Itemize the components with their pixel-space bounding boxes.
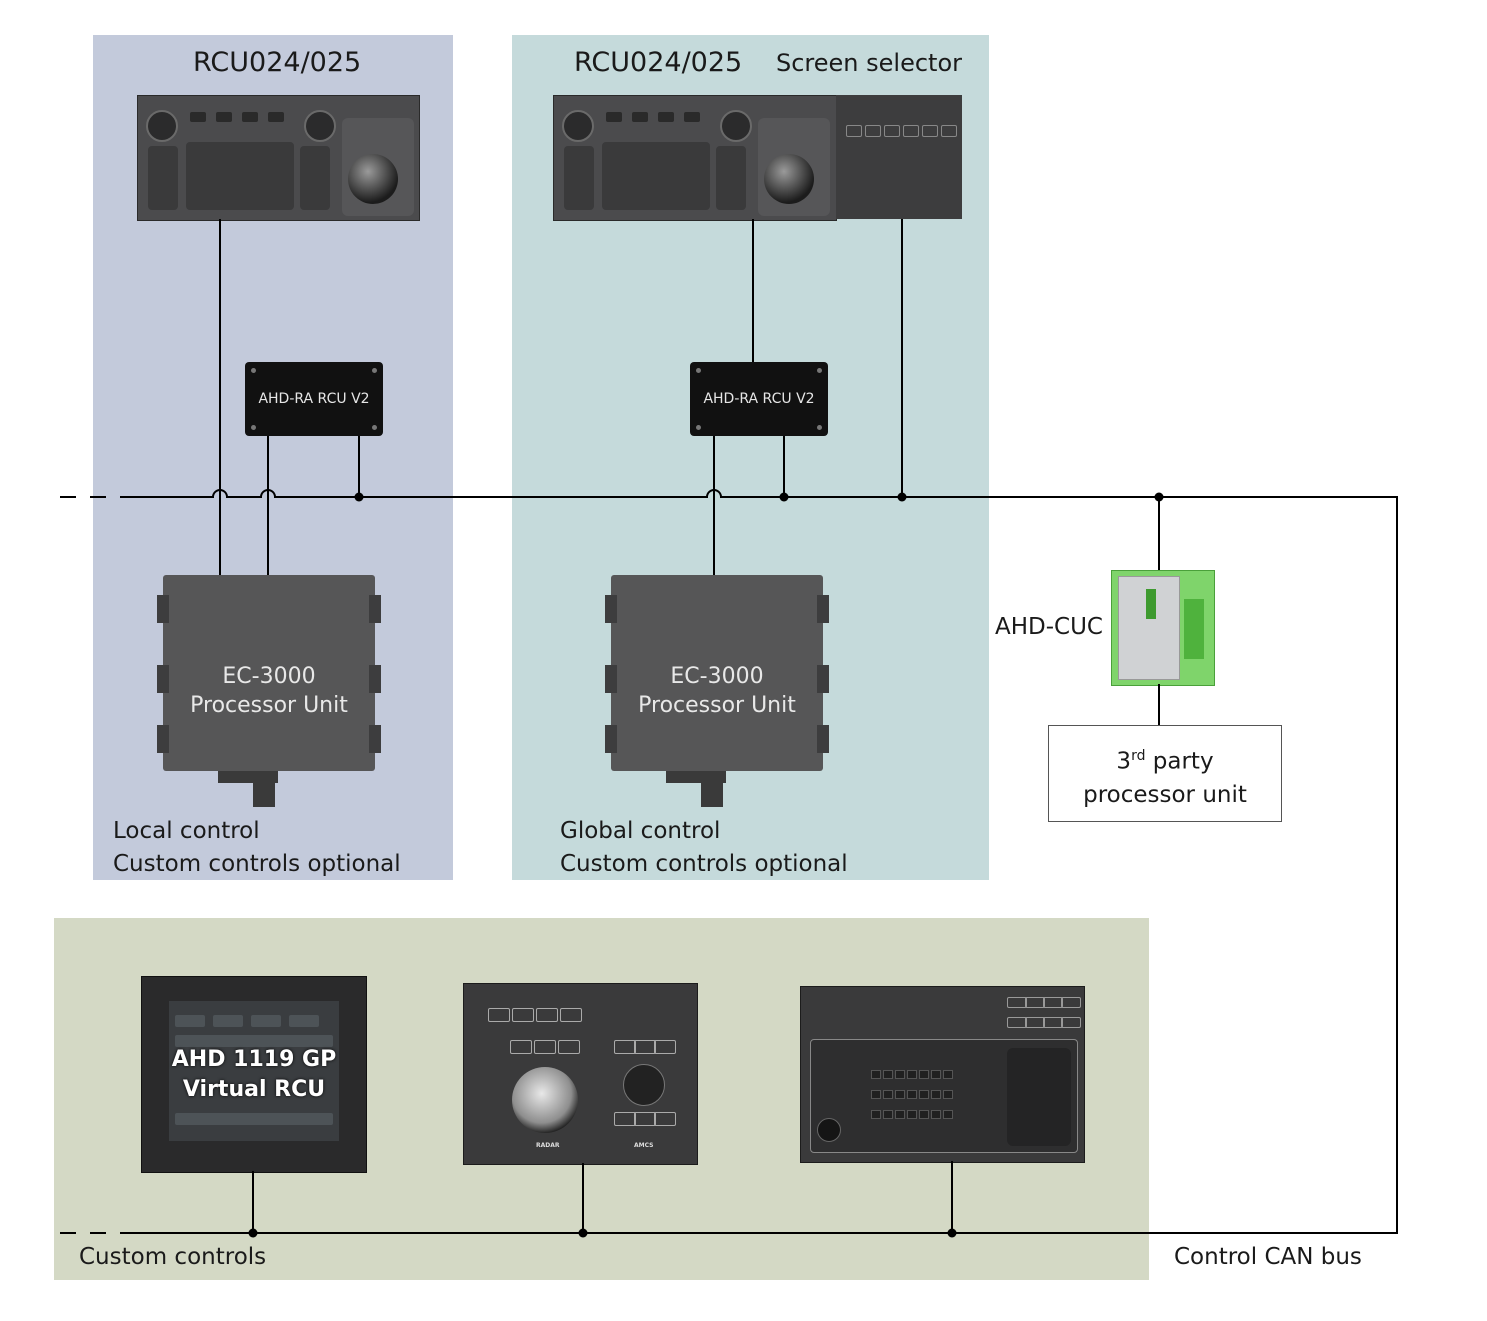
global-processor-unit: EC-3000 Processor Unit [605, 575, 829, 807]
screen-selector-panel [836, 95, 962, 219]
global-interface-label: AHD-RA RCU V2 [703, 391, 815, 407]
third-party-line2: processor unit [1083, 781, 1247, 808]
global-note-line2: Custom controls optional [560, 851, 848, 877]
global-note-line1: Global control [560, 818, 721, 844]
custom-controls-label: Custom controls [79, 1244, 267, 1270]
virtual-rcu-line2: Virtual RCU [182, 1077, 326, 1102]
local-note-line1: Local control [113, 818, 260, 844]
global-interface-box: AHD-RA RCU V2 [690, 362, 828, 436]
local-processor-line2: Processor Unit [190, 693, 348, 718]
local-processor-line1: EC-3000 [222, 664, 316, 689]
virtual-rcu-device: AHD 1119 GP Virtual RCU [141, 976, 367, 1173]
junction-dot [578, 1228, 588, 1238]
junction-dot [354, 492, 364, 502]
local-rcu-title: RCU024/025 [193, 47, 362, 78]
trackball-icon [512, 1067, 578, 1133]
global-control-note: Global control Custom controls optional [560, 815, 848, 881]
screen-selector-label: Screen selector [776, 49, 962, 77]
can-bus-label: Control CAN bus [1174, 1244, 1362, 1270]
third-party-ordinal: 3 [1116, 748, 1132, 775]
radar-caption: RADAR [536, 1142, 560, 1149]
junction-dot [897, 492, 907, 502]
third-party-ordinal-suffix: rd [1131, 748, 1146, 764]
junction-dot [1154, 492, 1164, 502]
third-party-word: party [1145, 748, 1214, 775]
cuc-module [1111, 570, 1215, 686]
radar-amcs-panel: RADAR AMCS [463, 983, 698, 1165]
rotary-dial-icon [623, 1064, 665, 1106]
keyboard-control-panel [800, 986, 1085, 1163]
third-party-processor-box: 3rd party processor unit [1048, 725, 1282, 822]
junction-dot [248, 1228, 258, 1238]
global-rcu-panel [553, 95, 837, 221]
local-rcu-panel [137, 95, 420, 221]
can-bus-loop [135, 489, 1398, 1234]
junction-dot [947, 1228, 957, 1238]
local-interface-label: AHD-RA RCU V2 [258, 391, 370, 407]
global-rcu-title: RCU024/025 [574, 47, 743, 78]
local-control-note: Local control Custom controls optional [113, 815, 401, 881]
amcs-caption: AMCS [634, 1142, 654, 1149]
local-processor-unit: EC-3000 Processor Unit [157, 575, 381, 807]
junction-dot [779, 492, 789, 502]
cuc-label: AHD-CUC [995, 614, 1103, 640]
local-note-line2: Custom controls optional [113, 851, 401, 877]
global-processor-line1: EC-3000 [670, 664, 764, 689]
virtual-rcu-line1: AHD 1119 GP [171, 1047, 337, 1072]
local-interface-box: AHD-RA RCU V2 [245, 362, 383, 436]
global-processor-line2: Processor Unit [638, 693, 796, 718]
